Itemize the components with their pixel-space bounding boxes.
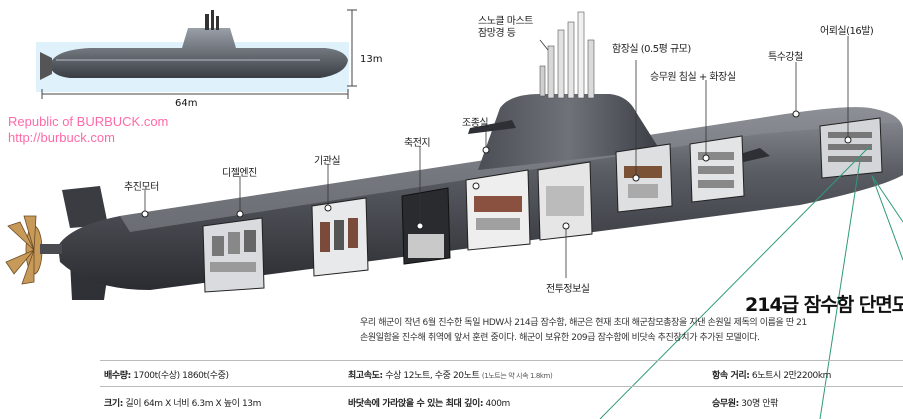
compartment-battery	[401, 187, 451, 265]
spec-row-divider-top	[100, 360, 903, 361]
cutaway-submarine	[5, 11, 903, 419]
spec-size-key: 크기:	[104, 399, 123, 409]
propulsion-motor-label: 추진모터	[124, 182, 159, 193]
special-steel-label: 특수강철	[768, 52, 803, 63]
spec-depth-value: 400m	[483, 399, 511, 409]
spec-range: 항속 거리: 6노트시 2만2200km	[712, 368, 831, 381]
mast-label: 스노클 마스트 잠망경 등	[478, 16, 533, 40]
spec-range-value: 6노트시 2만2200km	[749, 371, 832, 381]
watermark-line-2: http://burbuck.com	[8, 130, 115, 145]
spec-max-depth: 바닷속에 가라앉을 수 있는 최대 깊이: 400m	[348, 396, 510, 409]
compartment-captain	[615, 143, 673, 213]
spec-displacement-value: 1700t(수상) 1860t(수중)	[130, 371, 229, 381]
description-line-2: 손원일함을 진수해 취역에 앞서 훈련 중이다. 해군이 보유한 209급 잠수…	[360, 333, 760, 343]
spec-range-key: 항속 거리:	[712, 371, 750, 381]
compartment-torpedo	[819, 117, 883, 179]
crew-room-label: 승무원 침실 + 화장실	[650, 72, 736, 83]
height-dimension-label: 13m	[360, 54, 383, 65]
sail	[478, 94, 660, 170]
spec-speed-value: 수상 12노트, 수중 20노트	[382, 371, 482, 381]
spec-size: 크기: 길이 64m X 너비 6.3m X 높이 13m	[104, 396, 261, 409]
periscope-label-line: 잠망경 등	[478, 28, 516, 39]
compartment-diesel	[202, 217, 265, 293]
compartment-control	[465, 169, 531, 251]
combat-info-label: 전투정보실	[546, 284, 590, 295]
compartment-crew	[689, 135, 745, 203]
watermark-line-1: Republic of BURBUCK.com	[8, 114, 169, 129]
control-room-label: 조종실	[462, 118, 489, 129]
length-dimension-label: 64m	[175, 98, 198, 109]
battery-label: 축전지	[404, 138, 431, 149]
spec-displacement: 배수량: 1700t(수상) 1860t(수중)	[104, 368, 229, 381]
small-hull	[50, 28, 348, 78]
engine-room-label: 기관실	[314, 156, 341, 167]
spec-crew: 승무원: 30명 안팎	[712, 396, 778, 409]
spec-size-value: 길이 64m X 너비 6.3m X 높이 13m	[122, 399, 261, 409]
spec-depth-key: 바닷속에 가라앉을 수 있는 최대 깊이:	[348, 399, 484, 409]
spec-max-speed: 최고속도: 수상 12노트, 수중 20노트 (1노트는 약 시속 1.8km)	[348, 368, 553, 381]
watermark: Republic of BURBUCK.com http://burbuck.c…	[8, 114, 168, 146]
diagram-title: 214급 잠수함 단면도	[745, 294, 903, 316]
spec-speed-note: (1노트는 약 시속 1.8km)	[481, 372, 553, 380]
torpedo-room-label: 어뢰실(16발)	[820, 26, 874, 37]
pointer-lines	[599, 145, 903, 419]
propeller	[5, 215, 43, 285]
spec-crew-key: 승무원:	[712, 399, 739, 409]
spec-displacement-key: 배수량:	[104, 371, 131, 381]
diesel-engine-label: 디젤엔진	[222, 168, 257, 179]
compartment-combat-info	[537, 161, 593, 241]
captain-room-label: 함장실 (0.5평 규모)	[612, 44, 691, 55]
compartment-engine	[311, 197, 369, 277]
spec-speed-key: 최고속도:	[348, 371, 383, 381]
description-line-1: 우리 해군이 작년 6월 진수한 독일 HDW사 214급 잠수함, 해군은 현…	[360, 318, 807, 328]
description: 우리 해군이 작년 6월 진수한 독일 HDW사 214급 잠수함, 해군은 현…	[360, 316, 807, 346]
small-side-view	[36, 9, 357, 99]
spec-row-divider-mid	[100, 386, 903, 387]
mast-label-line: 스노클 마스트	[478, 16, 533, 27]
upper-tail-fin	[62, 186, 108, 228]
spec-crew-value: 30명 안팎	[738, 399, 779, 409]
